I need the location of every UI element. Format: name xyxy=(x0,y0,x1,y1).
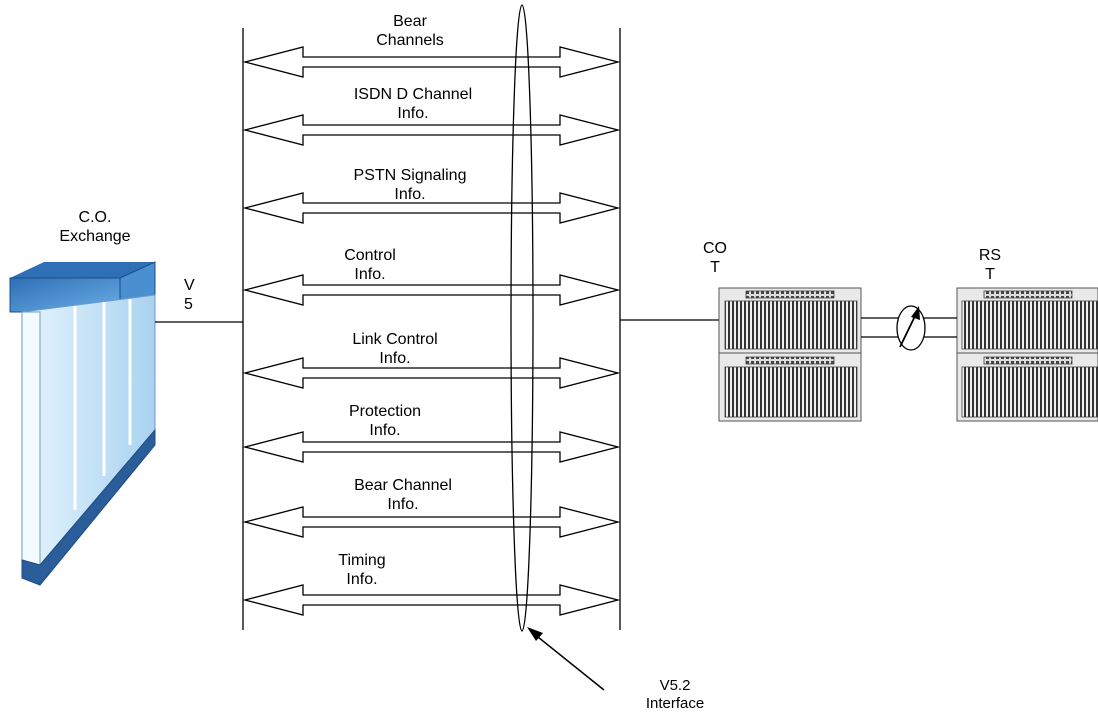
rst-label: RS T xyxy=(970,246,1010,284)
co-exchange-icon xyxy=(10,262,155,585)
channel-label-4-line2: Info. xyxy=(315,349,475,368)
channel-label-2-line2: Info. xyxy=(330,185,490,204)
channel-label-3-line2: Info. xyxy=(290,265,450,284)
rst-rack-icon xyxy=(957,288,1098,421)
rst-label-line1: RS xyxy=(970,246,1010,265)
channel-label-3-line1: Control xyxy=(290,246,450,265)
channel-label-5-line1: Protection xyxy=(305,402,465,421)
channel-label-0-line2: Channels xyxy=(330,31,490,50)
v5-label-line1: V xyxy=(184,276,195,295)
rst-label-line2: T xyxy=(970,265,1010,284)
channel-label-7-line2: Info. xyxy=(282,570,442,589)
v52-interface-label-line1: V5.2 xyxy=(630,677,720,695)
channel-label-7-line1: Timing xyxy=(282,551,442,570)
channel-label-1-line2: Info. xyxy=(333,104,493,123)
channel-label-5-line2: Info. xyxy=(305,421,465,440)
channel-label-0-line1: Bear xyxy=(330,12,490,31)
cot-label: CO T xyxy=(690,239,740,277)
v52-interface-label-line2: Interface xyxy=(630,695,720,713)
co-exchange-label: C.O. Exchange xyxy=(50,208,140,246)
interface-ellipse xyxy=(511,5,533,631)
v5-label: V 5 xyxy=(184,276,195,314)
channel-arrow-0 xyxy=(245,47,618,77)
v52-interface-label: V5.2 Interface xyxy=(630,677,720,713)
cot-label-line1: CO xyxy=(690,239,740,258)
co-exchange-label-line2: Exchange xyxy=(50,227,140,246)
channel-label-2-line1: PSTN Signaling xyxy=(330,166,490,185)
channel-arrow-7 xyxy=(245,585,618,615)
channel-label-4-line1: Link Control xyxy=(315,330,475,349)
channel-label-1-line1: ISDN D Channel xyxy=(333,85,493,104)
co-exchange-label-line1: C.O. xyxy=(50,208,140,227)
v5-label-line2: 5 xyxy=(184,295,195,314)
channel-label-6-line1: Bear Channel xyxy=(323,476,483,495)
cot-rack-icon xyxy=(719,288,861,421)
interface-pointer-arrow xyxy=(527,627,604,690)
cot-label-line2: T xyxy=(690,258,740,277)
channel-label-6-line2: Info. xyxy=(323,495,483,514)
